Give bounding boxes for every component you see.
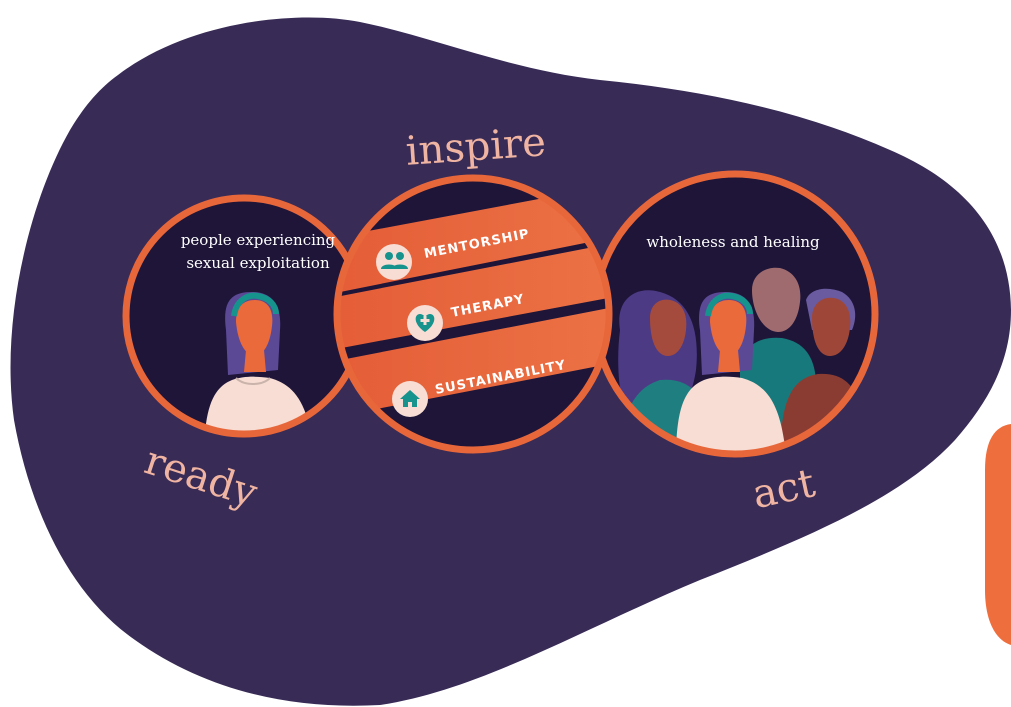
left-caption-line2: sexual exploitation (186, 254, 330, 272)
left-caption-line1: people experiencing (181, 231, 336, 249)
right-circle: wholeness and healing (591, 170, 879, 458)
left-circle: people experiencing sexual exploitation (122, 194, 366, 438)
woman-figure (204, 292, 316, 434)
house-icon (392, 381, 428, 417)
heart-plus-icon (407, 305, 443, 341)
people-icon (376, 244, 412, 280)
side-tab (985, 424, 1011, 645)
middle-circle: MENTORSHIP THERAPY SUSTAINABILITY (333, 174, 613, 454)
word-inspire: inspire (404, 119, 547, 175)
right-caption: wholeness and healing (646, 233, 820, 251)
band-therapy (337, 238, 609, 352)
